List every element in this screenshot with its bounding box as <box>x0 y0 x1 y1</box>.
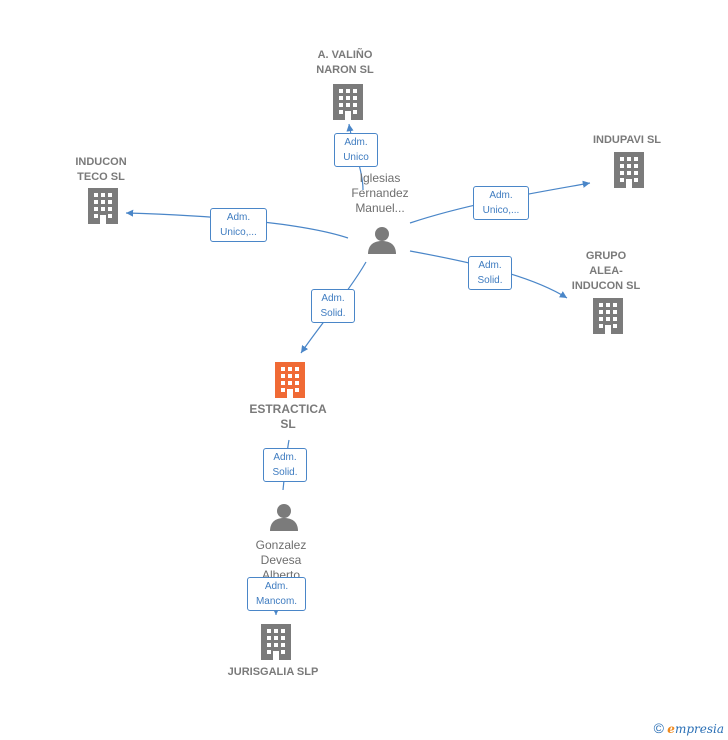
person-icon[interactable] <box>269 503 299 531</box>
copyright-symbol: © <box>653 720 664 736</box>
company-label-estractica[interactable]: ESTRACTICA SL <box>249 402 327 431</box>
edge-label-valino: Adm. Unico <box>334 133 378 167</box>
edge-label-estractica: Adm. Solid. <box>311 289 355 323</box>
building-icon[interactable] <box>88 188 118 224</box>
edge-label-indupavi: Adm. Unico,... <box>473 186 529 220</box>
person-label-iglesias[interactable]: Iglesias Fernandez Manuel... <box>351 171 409 215</box>
company-label-jurisgalia[interactable]: JURISGALIA SLP <box>227 666 319 678</box>
building-icon-main[interactable] <box>275 362 305 398</box>
brand-logo: empresia <box>667 722 724 736</box>
building-icon[interactable] <box>333 84 363 120</box>
company-label-induconteco[interactable]: INDUCON TECO SL <box>75 156 127 183</box>
building-icon[interactable] <box>614 152 644 188</box>
edge-label-induconteco: Adm. Unico,... <box>210 208 267 242</box>
person-icon[interactable] <box>367 226 397 254</box>
brand-footer: © empresia <box>654 720 724 736</box>
edge-label-gonzalez-estractica: Adm. Solid. <box>263 448 307 482</box>
company-label-grupoalea[interactable]: GRUPO ALEA- INDUCON SL <box>571 250 641 292</box>
building-icon[interactable] <box>261 624 291 660</box>
edge-label-grupoalea: Adm. Solid. <box>468 256 512 290</box>
building-icon[interactable] <box>593 298 623 334</box>
company-label-indupavi[interactable]: INDUPAVI SL <box>592 134 662 146</box>
company-label-valino[interactable]: A. VALIÑO NARON SL <box>316 49 374 76</box>
edge-label-gonzalez-jurisgalia: Adm. Mancom. <box>247 577 306 611</box>
